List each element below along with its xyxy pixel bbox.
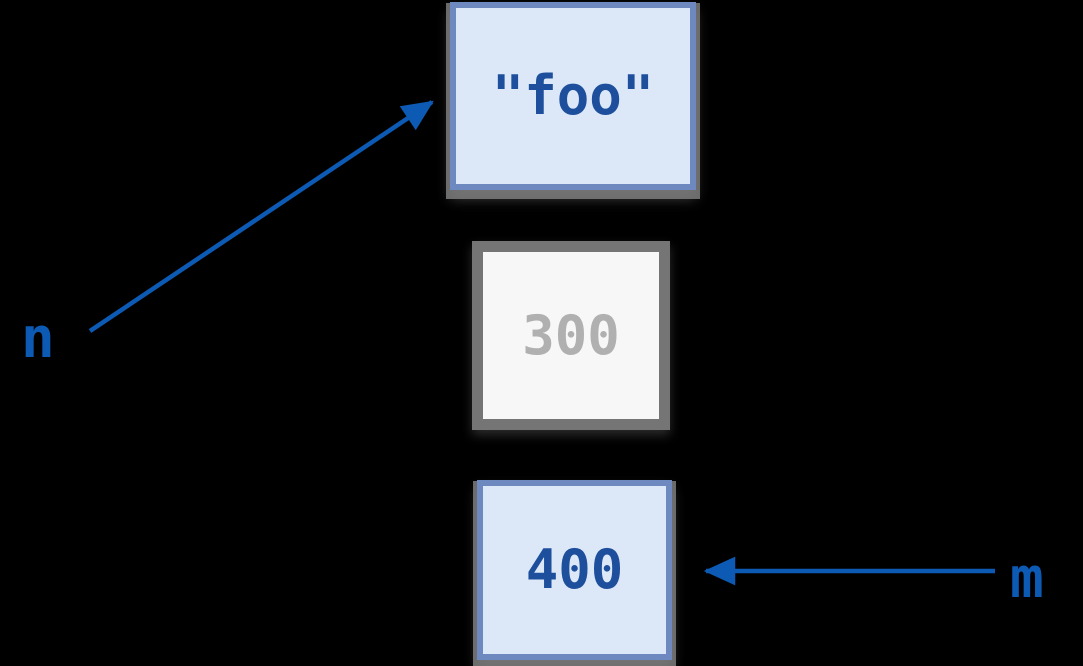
arrow-n-to-foo (88, 100, 434, 333)
object-box-int-300: 300 (472, 241, 670, 430)
object-value-300: 300 (522, 303, 620, 367)
object-value-foo: "foo" (491, 64, 655, 127)
variable-label-n: n (21, 306, 55, 371)
object-box-string-foo: "foo" (450, 2, 696, 190)
variable-label-m: m (1010, 546, 1044, 611)
object-value-400: 400 (525, 538, 624, 601)
object-box-int-400: 400 (477, 480, 672, 660)
